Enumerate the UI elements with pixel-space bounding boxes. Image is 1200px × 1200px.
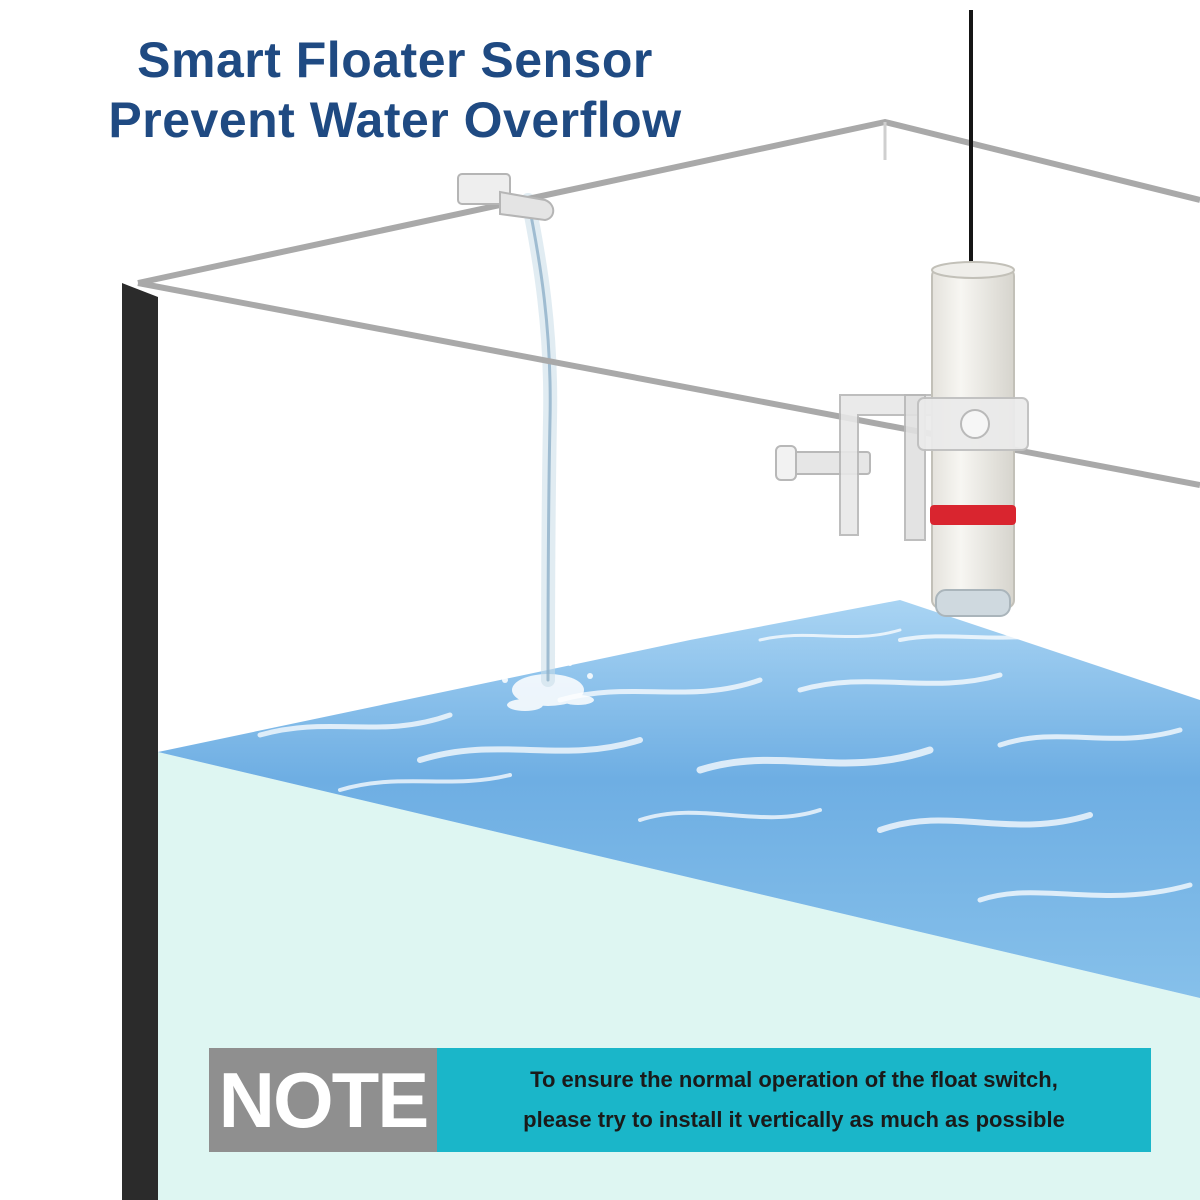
tank-left-wall [122,283,158,1200]
water-surface [158,600,1200,998]
note-label: NOTE [209,1048,437,1152]
note-line-1: To ensure the normal operation of the fl… [530,1067,1058,1092]
headline-line-2: Prevent Water Overflow [108,92,682,148]
note-body: To ensure the normal operation of the fl… [437,1048,1151,1152]
mounting-bracket [775,394,941,541]
note-banner: NOTE To ensure the normal operation of t… [209,1048,1151,1152]
headline: Smart Floater Sensor Prevent Water Overf… [20,30,770,150]
water-ripples [257,628,1193,903]
water-splash [502,662,594,711]
water-stream [521,193,558,687]
tank-frame [137,119,1200,488]
inlet-clip [457,173,555,222]
note-line-2: please try to install it vertically as m… [523,1107,1065,1132]
float-sensor [917,261,1029,617]
headline-line-1: Smart Floater Sensor [137,32,653,88]
